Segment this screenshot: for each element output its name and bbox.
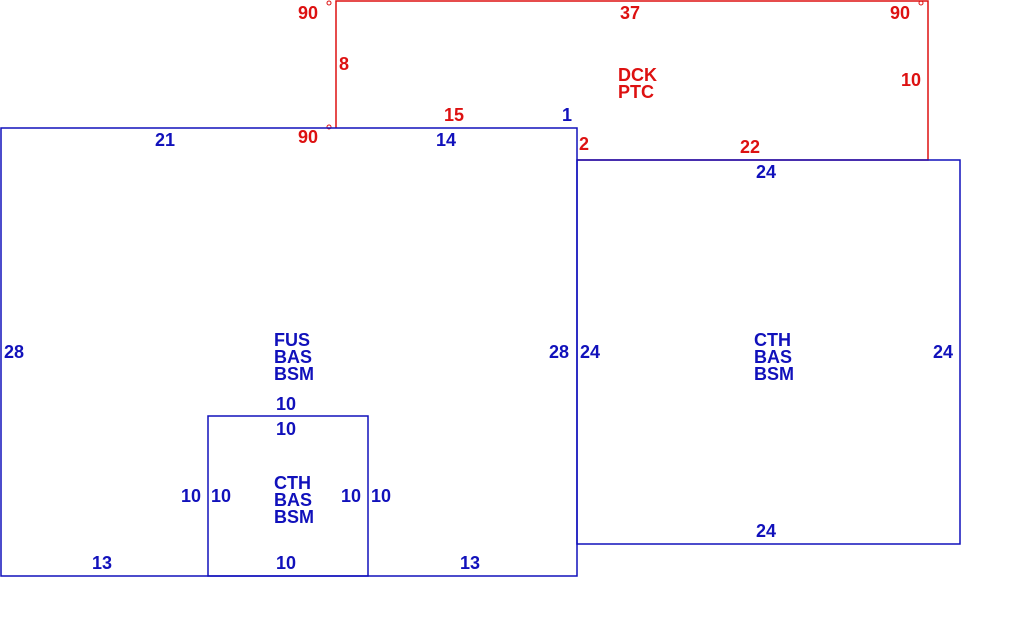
annex-outline <box>576 159 961 545</box>
bay-dim-left-inner: 10 <box>211 486 231 506</box>
deck-code-2: PTC <box>618 82 654 102</box>
bay-code-1: CTH <box>274 473 311 493</box>
main-code-3: BSM <box>274 364 314 384</box>
annex-labels: CTH BAS BSM 24 24 24 24 <box>580 162 953 541</box>
bay-dim-top-outer: 10 <box>276 394 296 414</box>
bay-code-2: BAS <box>274 490 312 510</box>
angle-marker-top-right <box>918 0 924 6</box>
bay-outline <box>207 415 369 577</box>
annex-structure <box>576 159 961 545</box>
deck-dim-right: 10 <box>901 70 921 90</box>
main-dim-bottom-left: 13 <box>92 553 112 573</box>
annex-dim-top: 24 <box>756 162 776 182</box>
deck-angle-bottom-left: 90 <box>298 127 318 147</box>
annex-code-1: CTH <box>754 330 791 350</box>
bay-dim-right-inner: 10 <box>341 486 361 506</box>
deck-dim-bottom: 22 <box>740 137 760 157</box>
bay-code-3: BSM <box>274 507 314 527</box>
annex-code-3: BSM <box>754 364 794 384</box>
deck-labels: DCK PTC 37 8 10 22 15 2 90 90 90 <box>298 3 921 157</box>
annex-dim-left: 24 <box>580 342 600 362</box>
angle-marker-bottom-left <box>326 124 332 130</box>
bay-dim-top-inner: 10 <box>276 419 296 439</box>
deck-dim-left: 8 <box>339 54 349 74</box>
deck-angle-top-right: 90 <box>890 3 910 23</box>
bay-dim-right-outer: 10 <box>371 486 391 506</box>
main-labels: FUS BAS BSM 21 14 28 28 13 13 <box>4 130 569 573</box>
main-dim-bottom-right: 13 <box>460 553 480 573</box>
deck-dim-step-side: 2 <box>579 134 589 154</box>
bay-dim-left-outer: 10 <box>181 486 201 506</box>
annex-dim-right: 24 <box>933 342 953 362</box>
deck-dim-step-top: 15 <box>444 105 464 125</box>
annex-dim-bottom: 24 <box>756 521 776 541</box>
deck-dim-top: 37 <box>620 3 640 23</box>
main-dim-right: 28 <box>549 342 569 362</box>
main-dim-top-left: 21 <box>155 130 175 150</box>
main-code-1: FUS <box>274 330 310 350</box>
annex-code-2: BAS <box>754 347 792 367</box>
deck-angle-top-left: 90 <box>298 3 318 23</box>
main-dim-top-right: 14 <box>436 130 456 150</box>
main-code-2: BAS <box>274 347 312 367</box>
deck-code-1: DCK <box>618 65 657 85</box>
main-dim-left: 28 <box>4 342 24 362</box>
bay-labels: CTH BAS BSM 10 10 10 10 10 10 10 <box>181 394 391 573</box>
bay-dim-bottom: 10 <box>276 553 296 573</box>
angle-marker-top-left <box>326 0 332 6</box>
deck-dim-small: 1 <box>562 105 572 125</box>
